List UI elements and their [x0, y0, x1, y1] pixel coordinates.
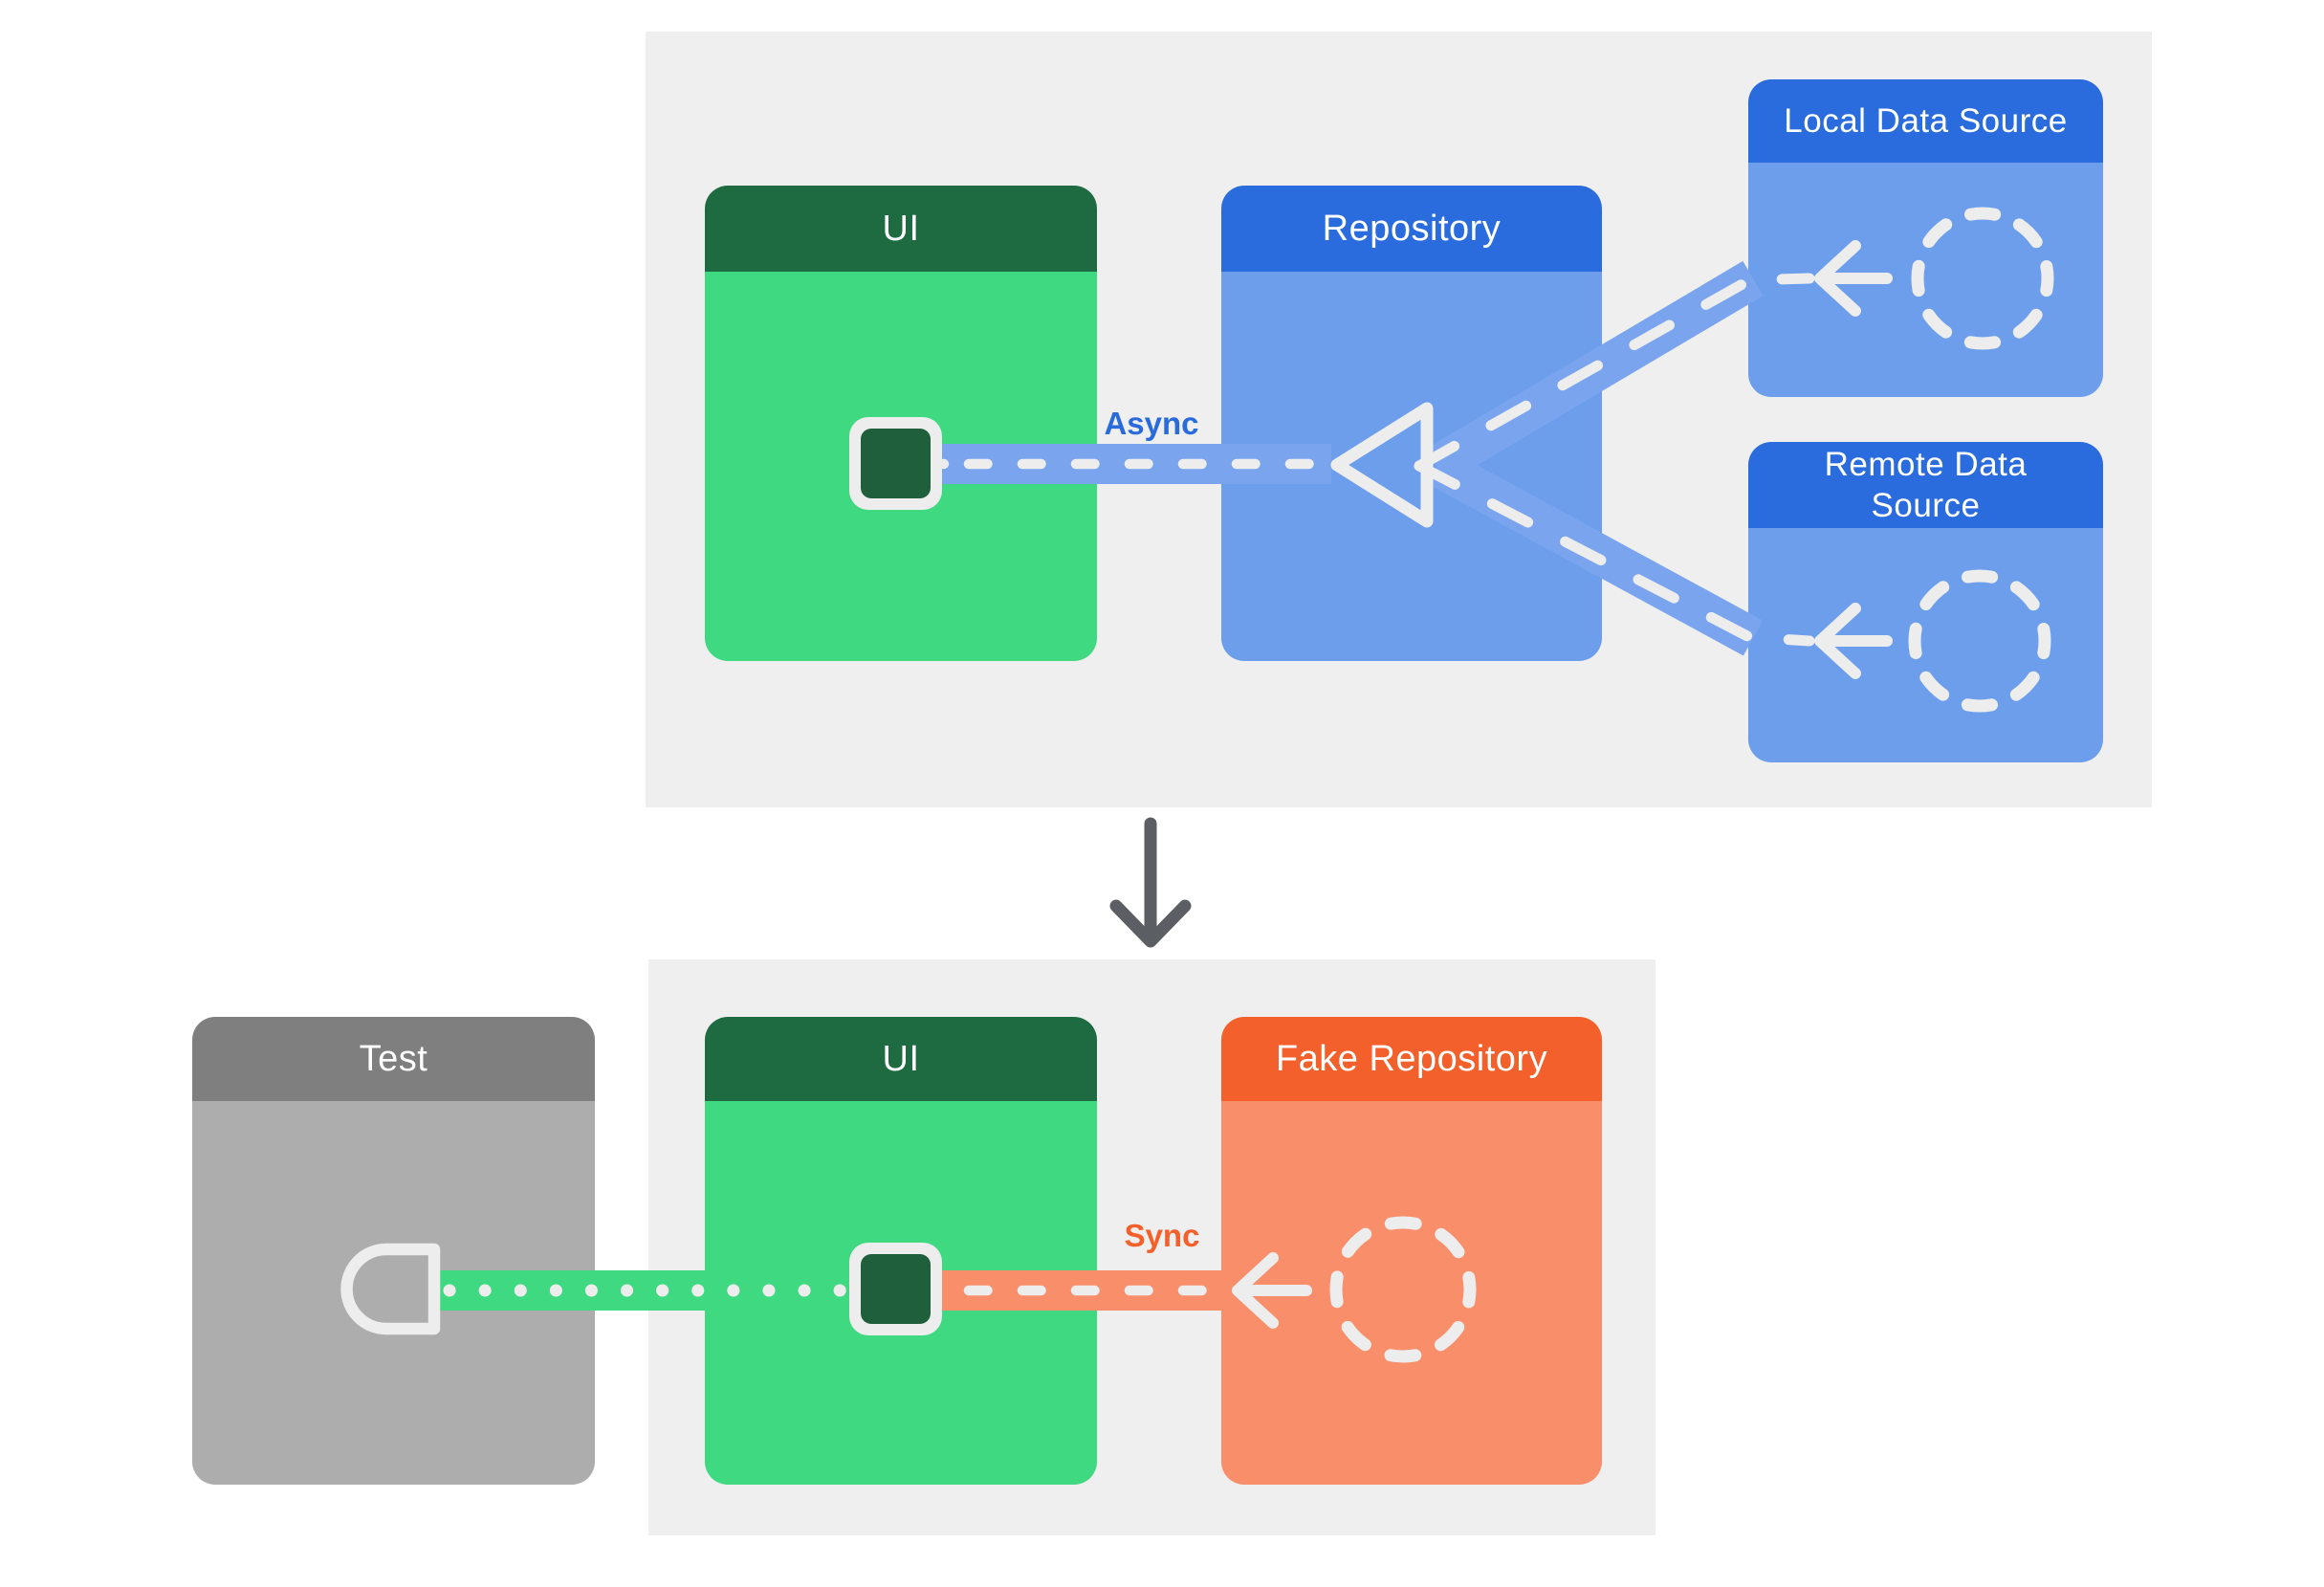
box-ui-bottom-header: UI [705, 1017, 1097, 1101]
box-remote-data-source-title: Remote Data Source [1824, 446, 2028, 524]
box-fake-repository: Fake Repository [1221, 1017, 1602, 1485]
box-local-data-source-title: Local Data Source [1784, 101, 2068, 140]
box-fake-repository-body [1221, 1101, 1602, 1485]
box-ui-bottom: UI [705, 1017, 1097, 1485]
box-local-data-source-header: Local Data Source [1748, 79, 2103, 163]
down-arrow-head [1109, 899, 1192, 948]
box-ui-top-title: UI [882, 208, 920, 249]
box-test: Test [192, 1017, 595, 1485]
box-repository-body [1221, 272, 1602, 661]
async-label: Async [1104, 406, 1199, 441]
box-remote-data-source-body [1748, 528, 2103, 762]
box-test-body [192, 1101, 595, 1485]
box-local-data-source: Local Data Source [1748, 79, 2103, 397]
box-fake-repository-title: Fake Repository [1275, 1038, 1548, 1079]
box-repository-title: Repository [1322, 208, 1502, 249]
box-ui-top-header: UI [705, 186, 1097, 272]
box-repository: Repository [1221, 186, 1602, 661]
box-repository-header: Repository [1221, 186, 1602, 272]
box-test-header: Test [192, 1017, 595, 1101]
box-remote-data-source: Remote Data Source [1748, 442, 2103, 762]
box-local-data-source-body [1748, 163, 2103, 397]
box-fake-repository-header: Fake Repository [1221, 1017, 1602, 1101]
sync-label: Sync [1124, 1218, 1200, 1253]
box-ui-top-body [705, 272, 1097, 661]
box-ui-bottom-title: UI [882, 1038, 920, 1079]
box-ui-bottom-body [705, 1101, 1097, 1485]
box-ui-top: UI [705, 186, 1097, 661]
box-test-title: Test [359, 1038, 428, 1079]
box-remote-data-source-header: Remote Data Source [1748, 442, 2103, 528]
